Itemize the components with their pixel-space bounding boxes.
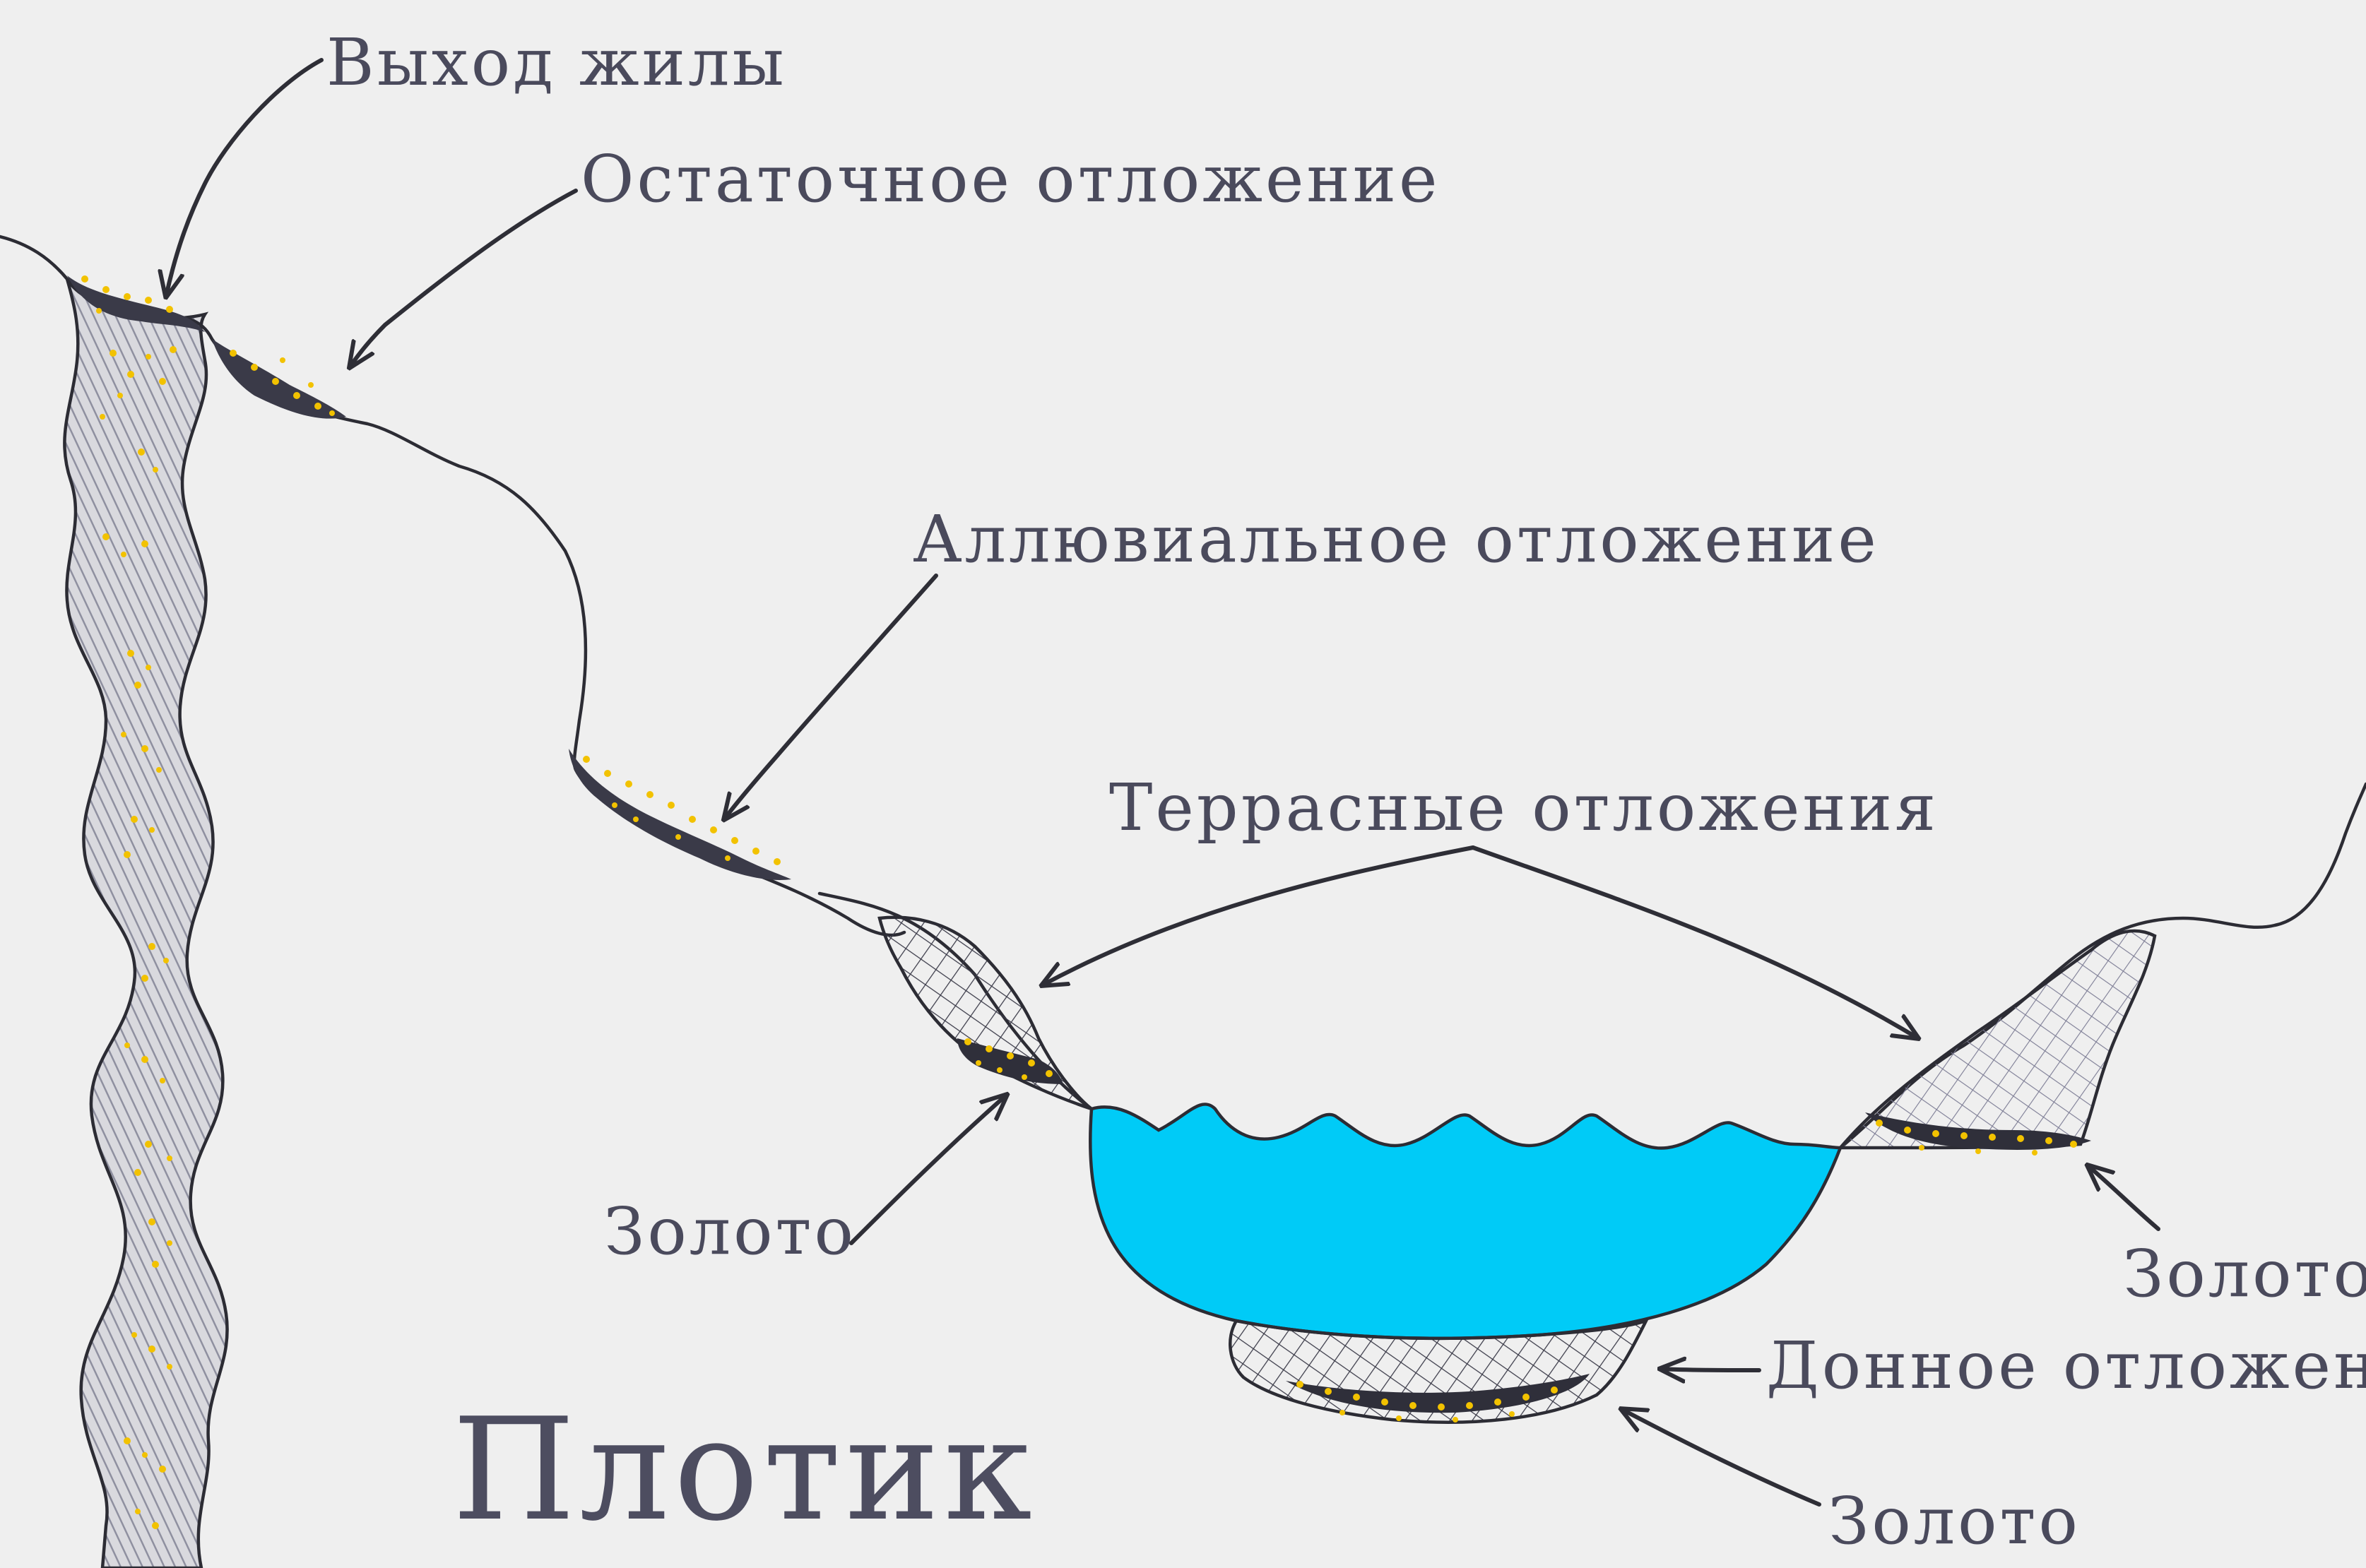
label-gold-bottom: Золото [1828, 1483, 2081, 1559]
vein-gold-specks [100, 346, 177, 1529]
terrace-deposit-left [877, 915, 1093, 1111]
residual-deposit-patch [67, 275, 346, 419]
alluvial-deposit-patch [569, 749, 791, 880]
arrow-gold-bottom [1621, 1409, 1821, 1507]
arrow-bottom-deposit [1660, 1369, 1761, 1370]
arrow-alluvial-deposit [724, 574, 938, 819]
vein-body [63, 278, 229, 1568]
arrow-residual-deposit [350, 189, 578, 367]
label-vein-outcrop: Выход жилы [326, 25, 787, 100]
terrace-deposit-right [1837, 929, 2157, 1156]
vein [63, 278, 229, 1568]
label-gold-left: Золото [604, 1194, 856, 1269]
label-terrace-deposits: Террасные отложения [1109, 770, 1939, 845]
arrow-terrace-right [1471, 845, 1918, 1038]
label-bedrock: Плотик [452, 1388, 1036, 1552]
bottom-deposit [1229, 1318, 1650, 1424]
label-alluvial-deposit: Аллювиальное отложение [913, 501, 1879, 577]
label-residual-deposit: Остаточное отложение [581, 141, 1440, 217]
label-bottom-deposit: Донное отложение [1766, 1328, 2366, 1403]
river-water [1089, 1103, 1843, 1341]
arrow-gold-left [849, 1095, 1007, 1245]
label-gold-right: Золото [2123, 1236, 2366, 1312]
arrow-vein-outcrop [166, 58, 324, 297]
arrow-terrace-left [1042, 845, 1475, 985]
arrow-gold-right [2088, 1165, 2160, 1231]
